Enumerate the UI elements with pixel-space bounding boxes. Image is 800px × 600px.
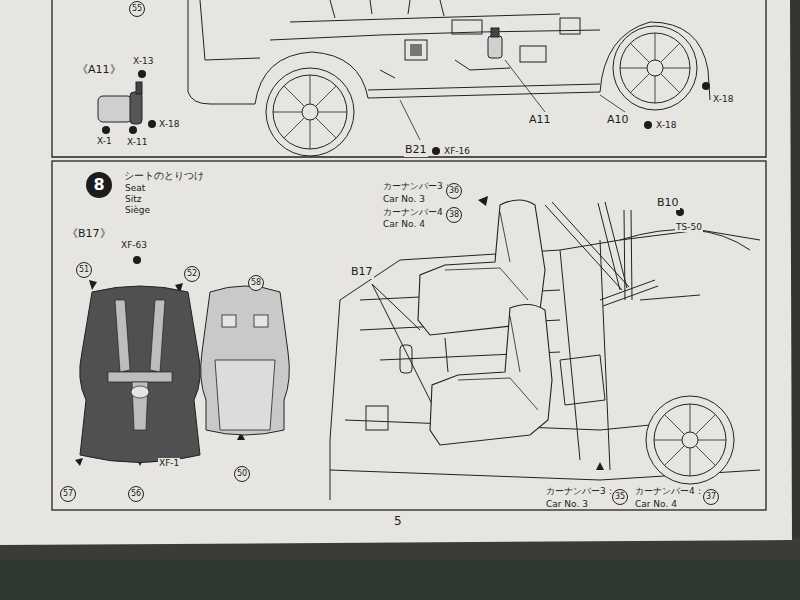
paint-code: XF-63 (120, 240, 148, 250)
part-label: 《A11》 (76, 64, 122, 77)
part-label: 《B17》 (66, 228, 112, 241)
callout-number: 52 (184, 266, 200, 282)
paint-code: TS-50 (675, 222, 703, 232)
paint-code: Car No. 4 (382, 219, 426, 229)
part-label: B10 (656, 197, 680, 210)
paint-code: カーナンバー4： (634, 486, 705, 496)
paint-code: X-11 (126, 137, 148, 147)
callout-number: 38 (446, 207, 462, 223)
paint-code: X-18 (712, 94, 734, 104)
paint-code: Car No. 3 (545, 499, 589, 509)
paint-code: X-18 (158, 119, 180, 129)
paint-code: Car No. 3 (382, 194, 426, 204)
part-label: B17 (350, 266, 374, 279)
paint-code: XF-1 (158, 458, 180, 468)
paint-code: カーナンバー3： (382, 181, 453, 191)
paint-code: Car No. 4 (634, 499, 678, 509)
page-number: 5 (393, 515, 403, 529)
callout-number: 37 (703, 489, 719, 505)
callout-number: 50 (234, 466, 250, 482)
step-number: 8 (86, 172, 112, 198)
callout-number: 56 (128, 486, 144, 502)
step-heading: Siège (124, 205, 151, 215)
paint-code: XF-16 (443, 146, 471, 156)
paint-code: X-18 (655, 120, 677, 130)
part-label: B21 (404, 144, 428, 157)
paint-code: カーナンバー3： (545, 486, 616, 496)
step-heading: Seat (124, 183, 146, 193)
step-title: シートのとりつけ (124, 170, 204, 183)
callout-number: 35 (612, 489, 628, 505)
paint-code: X-13 (132, 56, 154, 66)
paint-code: カーナンバー4： (382, 207, 453, 217)
step-number-text: 8 (93, 175, 104, 194)
callout-number: 36 (446, 183, 462, 199)
paint-code: X-1 (96, 136, 113, 146)
callout-number: 57 (60, 486, 76, 502)
part-label: A11 (528, 114, 552, 127)
step-heading: Sitz (124, 194, 142, 204)
callout-number: 55 (129, 1, 145, 17)
part-label: A10 (606, 114, 630, 127)
callout-number: 58 (248, 275, 264, 291)
callout-number: 51 (76, 262, 92, 278)
